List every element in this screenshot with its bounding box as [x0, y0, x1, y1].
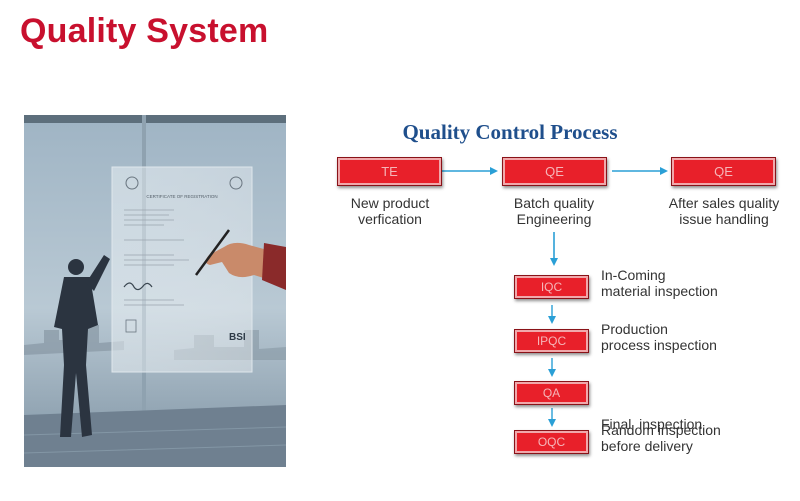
page-title: Quality System: [20, 12, 269, 50]
qe-engineering-caption-line1: Batch quality: [513, 195, 595, 211]
qe-after-sales-box: QE: [671, 157, 776, 186]
te-caption-line1: New product: [350, 195, 430, 211]
certificate-heading: CERTIFICATE OF REGISTRATION: [146, 194, 217, 199]
qe-engineering-caption-line2: Engineering: [516, 211, 592, 227]
certificate-photo: CERTIFICATE OF REGISTRATION BSI: [24, 115, 286, 467]
ipqc-box: IPQC: [514, 329, 589, 353]
diagram-title: Quality Control Process: [402, 120, 618, 144]
ipqc-label-line1: Production: [601, 321, 668, 337]
te-caption: New product verfication: [330, 195, 450, 227]
qe-engineering-caption: Batch quality Engineering: [494, 195, 614, 227]
iqc-label: In-Coming material inspection: [601, 267, 718, 299]
oqc-label-line1: Random inspection: [601, 422, 721, 438]
qa-label-line1: Final inspection: [601, 416, 703, 432]
te-caption-line2: verfication: [358, 211, 422, 227]
te-box: TE: [337, 157, 442, 186]
qe-after-sales-caption: After sales quality issue handling: [656, 195, 792, 227]
oqc-box: OQC: [514, 430, 589, 454]
iqc-label-line1: In-Coming: [601, 267, 666, 283]
qe-engineering-box: QE: [502, 157, 607, 186]
certificate-illustration: CERTIFICATE OF REGISTRATION BSI: [24, 115, 286, 467]
qe-after-sales-caption-line1: After sales quality: [668, 195, 780, 211]
oqc-label-line2: before delivery: [601, 438, 693, 454]
qe-after-sales-caption-line2: issue handling: [679, 211, 769, 227]
oqc-label: Random inspection before delivery: [601, 422, 721, 454]
bsi-logo: BSI: [229, 332, 246, 343]
iqc-label-line2: material inspection: [601, 283, 718, 299]
ipqc-label: Production process inspection: [601, 321, 717, 353]
qa-box: QA: [514, 381, 589, 405]
ipqc-label-line2: process inspection: [601, 337, 717, 353]
qa-label: Final inspection: [601, 384, 702, 448]
iqc-box: IQC: [514, 275, 589, 299]
